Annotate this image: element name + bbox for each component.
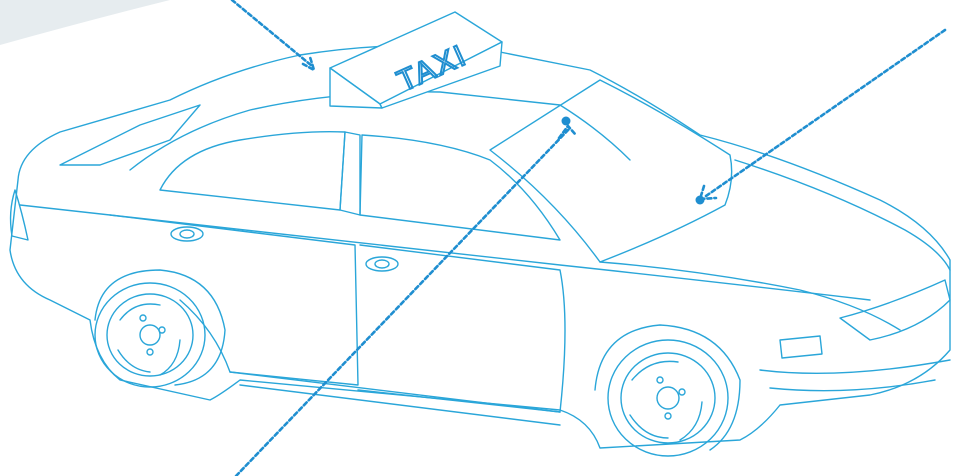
corner-shadow	[0, 0, 170, 45]
pointer-windshield	[236, 117, 575, 476]
rear-window-top	[60, 105, 200, 165]
b-pillar	[340, 132, 360, 215]
side-sill	[230, 372, 560, 425]
fog-light	[780, 336, 822, 358]
taxi-car: TAXI	[10, 12, 950, 456]
wheel-hub-icon	[118, 304, 180, 375]
side-crease	[20, 205, 870, 300]
door-handle-icon	[366, 257, 398, 271]
hood-crease	[600, 262, 900, 330]
front-wheel	[595, 325, 740, 456]
hood-line	[735, 160, 950, 270]
rear-door	[110, 215, 358, 385]
pointer-roof	[232, 0, 314, 70]
headlight	[840, 280, 950, 340]
wheel-hub-icon	[630, 361, 702, 440]
pointer-hood	[696, 30, 946, 205]
taxi-roof-sign: TAXI	[330, 12, 502, 108]
rear-lamp	[11, 190, 28, 240]
door-handle-icon	[171, 227, 203, 241]
rear-side-window	[160, 132, 345, 210]
windshield	[490, 80, 732, 262]
rear-wheel	[95, 270, 225, 387]
front-side-window	[360, 135, 560, 240]
